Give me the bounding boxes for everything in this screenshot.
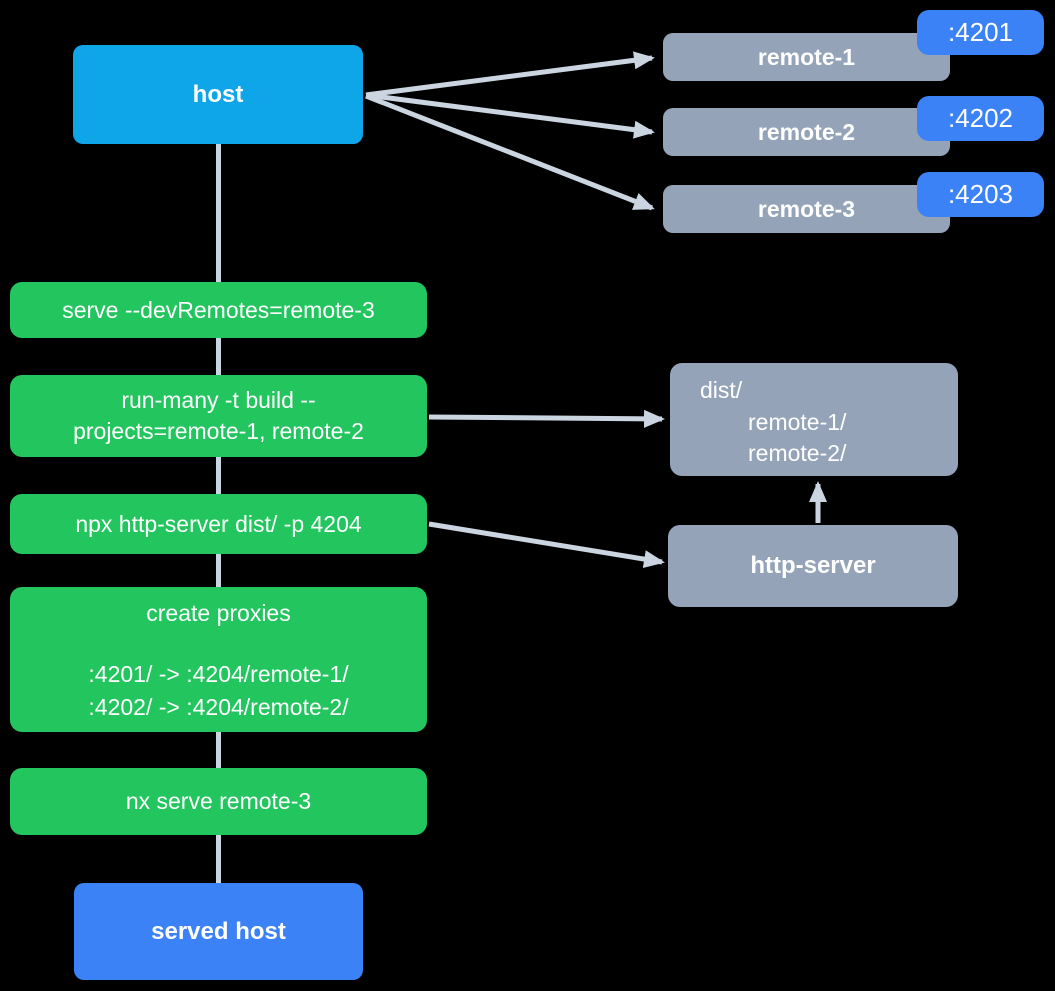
served-host-label: served host [151, 917, 286, 945]
step-create-proxies: create proxies :4201/ -> :4204/remote-1/… [10, 587, 427, 732]
port-badge-4202: :4202 [917, 96, 1044, 141]
port-badge-4201-label: :4201 [947, 17, 1014, 47]
step-run-many-line1: run-many -t build -- [121, 387, 316, 413]
edge-host-remote-1 [365, 51, 655, 98]
remote-2-label: remote-2 [757, 118, 856, 145]
step-serve-devremotes: serve --devRemotes=remote-3 [10, 282, 427, 338]
remote-2-node: remote-2 [663, 108, 950, 156]
http-server-node: http-server [668, 525, 958, 607]
create-proxies-title: create proxies [146, 600, 291, 626]
dist-child-remote-1: remote-1/ [748, 408, 847, 435]
step-nx-serve-remote3-label: nx serve remote-3 [125, 788, 312, 814]
proxy-mapping-2: :4202/ -> :4204/remote-2/ [88, 694, 349, 720]
port-badge-4202-label: :4202 [947, 103, 1014, 133]
step-serve-devremotes-label: serve --devRemotes=remote-3 [62, 296, 375, 323]
step-nx-serve-remote3: nx serve remote-3 [10, 768, 427, 835]
port-badge-4203: :4203 [917, 172, 1044, 217]
host-node: host [73, 45, 363, 144]
remote-1-label: remote-1 [757, 43, 856, 70]
port-badge-4203-label: :4203 [947, 179, 1014, 209]
edge-build-to-dist [428, 409, 665, 428]
step-run-many-line2: projects=remote-1, remote-2 [73, 418, 364, 444]
remote-3-label: remote-3 [757, 195, 856, 222]
port-badge-4201: :4201 [917, 10, 1044, 55]
remote-3-node: remote-3 [663, 185, 950, 233]
proxy-mappings: :4201/ -> :4204/remote-1/ :4202/ -> :420… [88, 658, 348, 724]
edge-cmd-to-httpserver [428, 521, 665, 568]
remote-1-node: remote-1 [663, 33, 950, 81]
step-npx-http-server: npx http-server dist/ -p 4204 [10, 494, 427, 554]
step-run-many-build: run-many -t build -- projects=remote-1, … [10, 375, 427, 457]
host-label: host [192, 80, 244, 108]
step-npx-http-server-label: npx http-server dist/ -p 4204 [75, 510, 362, 537]
edge-host-remote-3 [365, 93, 655, 211]
http-server-label: http-server [750, 552, 876, 579]
edge-host-remote-2 [365, 92, 655, 139]
dist-folder-node: dist/ remote-1/ remote-2/ [670, 363, 958, 476]
served-host-node: served host [74, 883, 363, 980]
dist-child-remote-2: remote-2/ [748, 440, 847, 466]
proxy-mapping-1: :4201/ -> :4204/remote-1/ [88, 661, 349, 687]
dist-root-label: dist/ [700, 377, 743, 403]
